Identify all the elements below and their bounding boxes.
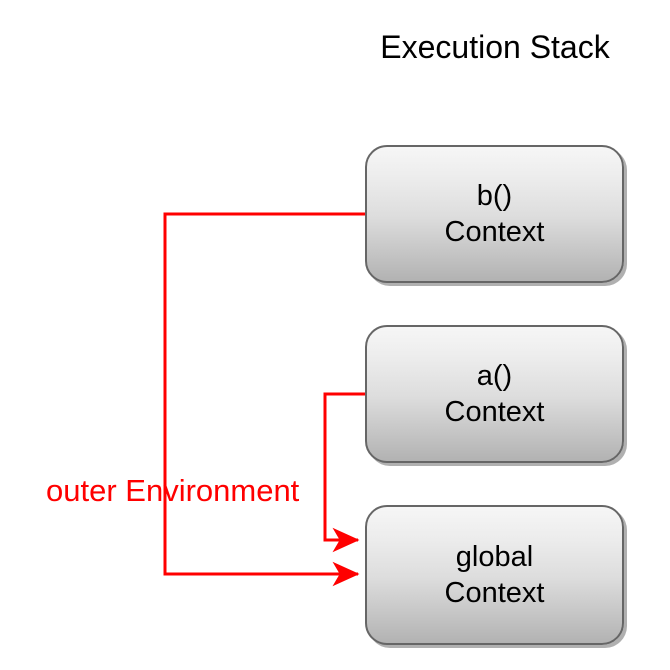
context-box-global-line2: Context xyxy=(444,577,545,609)
context-box-a-line1: a() xyxy=(476,360,513,392)
context-box-b[interactable]: b() Context xyxy=(365,145,624,283)
connector-b-to-global-arrow xyxy=(163,212,365,587)
context-box-b-line2: Context xyxy=(444,216,545,248)
context-box-a[interactable]: a() Context xyxy=(365,325,624,463)
outer-environment-label: outer Environment xyxy=(46,473,300,508)
context-box-b-line1: b() xyxy=(476,180,513,212)
page-title: Execution Stack xyxy=(380,29,610,65)
context-box-global-line1: global xyxy=(455,541,534,573)
connector-a-to-global-arrow xyxy=(323,392,365,553)
context-box-a-line2: Context xyxy=(444,396,545,428)
context-box-global[interactable]: global Context xyxy=(365,505,624,645)
